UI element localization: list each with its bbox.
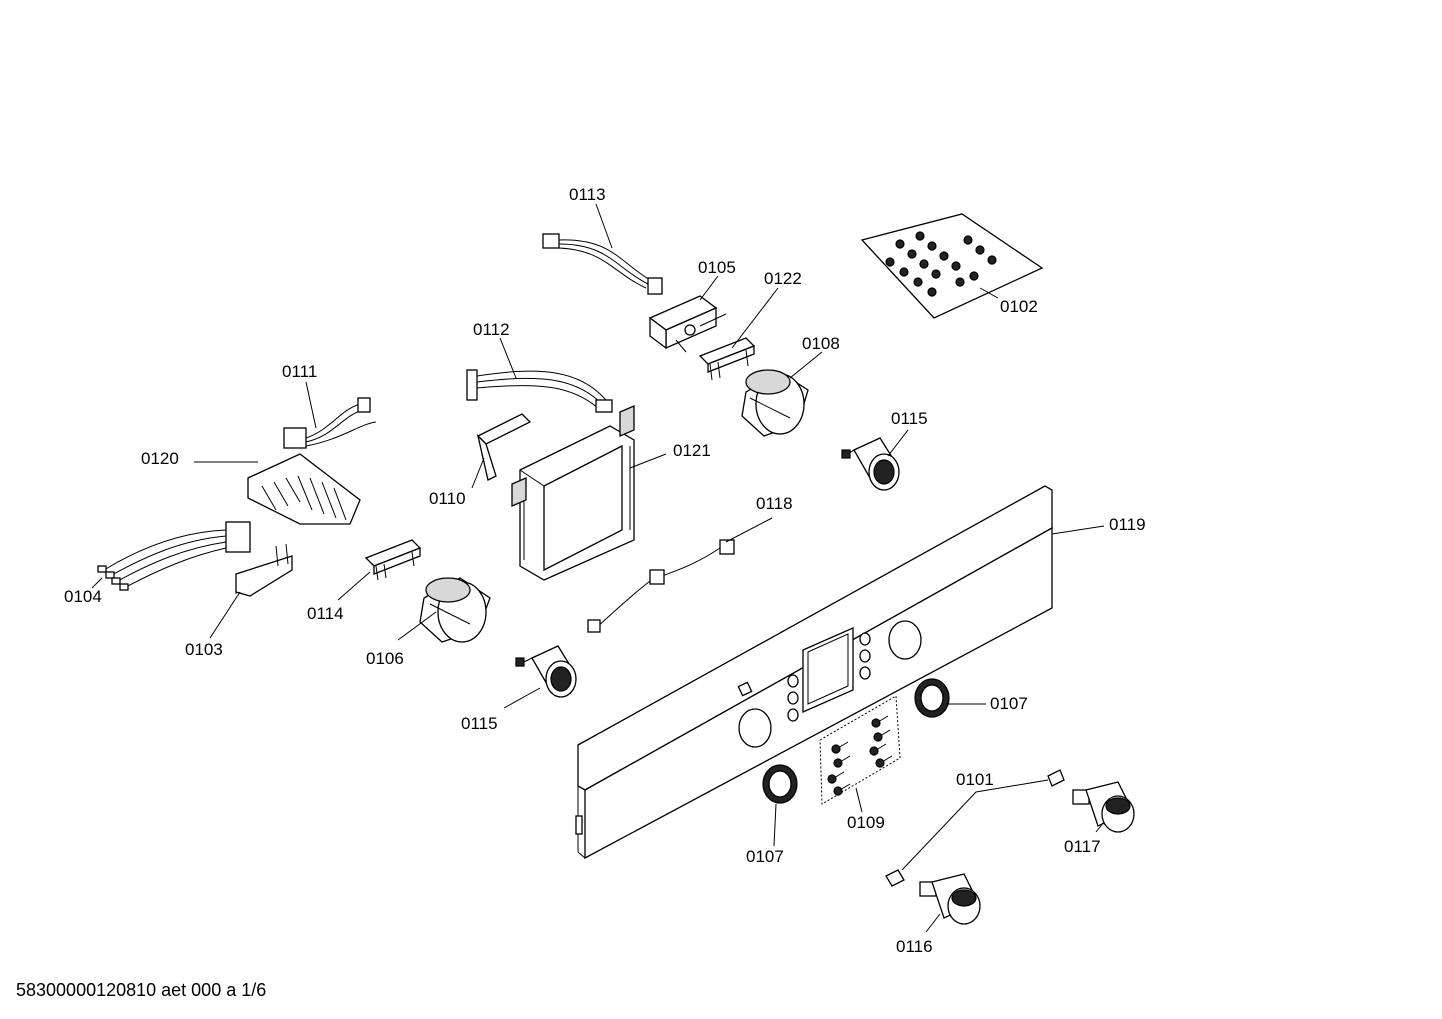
- label-0113: 0113: [569, 185, 606, 204]
- leader-lines: [91, 203, 1105, 933]
- label-0103: 0103: [185, 640, 223, 659]
- label-0104: 0104: [64, 587, 102, 606]
- part-0113-wire-harness[interactable]: [542, 233, 663, 295]
- part-0122-clip[interactable]: [698, 337, 756, 381]
- label-0112: 0112: [473, 320, 510, 339]
- part-0116-cap[interactable]: [885, 869, 905, 887]
- label-0117: 0117: [1064, 837, 1101, 856]
- part-0103-bracket[interactable]: [235, 543, 293, 597]
- label-0107-right: 0107: [990, 694, 1028, 713]
- part-0115-stem-upper[interactable]: [841, 437, 900, 491]
- part-0114-clip[interactable]: [364, 539, 422, 581]
- label-0102: 0102: [1000, 297, 1038, 316]
- part-0102-screw-bag[interactable]: [860, 213, 1044, 319]
- label-0120: 0120: [141, 449, 179, 468]
- part-0116-knob[interactable]: [919, 873, 981, 925]
- label-0111: 0111: [282, 362, 317, 381]
- part-0117-knob[interactable]: [1072, 781, 1135, 833]
- part-0115-stem-lower[interactable]: [515, 645, 577, 698]
- label-0115-lower: 0115: [461, 714, 498, 733]
- label-0118: 0118: [756, 494, 793, 513]
- part-0105-switch[interactable]: [648, 295, 727, 353]
- part-0107-ring-right[interactable]: [914, 678, 950, 718]
- label-0105: 0105: [698, 258, 736, 277]
- label-0121: 0121: [673, 441, 711, 460]
- part-0111-wire-harness[interactable]: [283, 397, 377, 449]
- label-0122: 0122: [764, 269, 802, 288]
- part-0117-cap[interactable]: [1047, 769, 1065, 787]
- drawing-code-footer: 58300000120810 aet 000 a 1/6: [16, 980, 267, 1000]
- part-0110-bracket[interactable]: [476, 413, 532, 481]
- label-0109: 0109: [847, 813, 885, 832]
- part-0118-wire-harness[interactable]: [587, 539, 735, 633]
- label-0114: 0114: [307, 604, 344, 623]
- label-0110: 0110: [429, 489, 466, 508]
- label-0101: 0101: [956, 770, 994, 789]
- label-0108: 0108: [802, 334, 840, 353]
- part-0106-cylinder-bracket[interactable]: [419, 577, 491, 643]
- part-0107-ring-left[interactable]: [762, 764, 798, 804]
- label-0115-upper: 0115: [891, 409, 928, 428]
- part-0109-screw-set[interactable]: [819, 695, 901, 805]
- part-0112-ribbon-cable[interactable]: [466, 369, 613, 413]
- part-labels: 0113 0105 0122 0102 0108 0112 0111 0115 …: [64, 185, 1146, 956]
- part-0120-terminal-block[interactable]: [247, 453, 361, 525]
- part-0104-wire-set[interactable]: [97, 521, 251, 591]
- part-0121-pcb-module[interactable]: [511, 405, 635, 581]
- part-0108-cylinder-bracket[interactable]: [741, 369, 809, 437]
- label-0119: 0119: [1109, 515, 1146, 534]
- label-0106: 0106: [366, 649, 404, 668]
- label-0107-left: 0107: [746, 847, 784, 866]
- label-0116: 0116: [896, 937, 933, 956]
- part-0119-control-panel[interactable]: [575, 485, 1053, 860]
